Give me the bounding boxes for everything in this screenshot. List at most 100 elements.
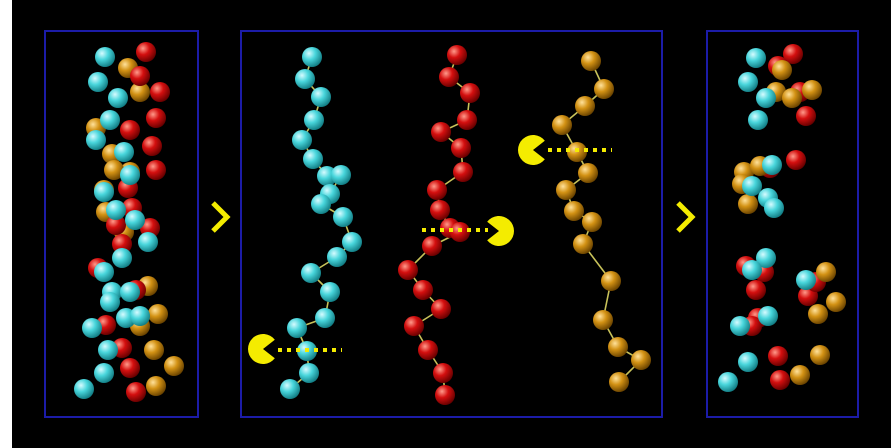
cyan-atom (94, 262, 114, 282)
cyan-atom (762, 155, 782, 175)
orange-atom (578, 163, 598, 183)
pacman-enzyme-red (487, 216, 514, 247)
cyan-atom (730, 316, 750, 336)
cyan-atom (738, 72, 758, 92)
red-atom (146, 160, 166, 180)
cyan-atom (299, 363, 319, 383)
orange-atom (802, 80, 822, 100)
orange-atom (631, 350, 651, 370)
cyan-atom (758, 306, 778, 326)
red-atom (150, 82, 170, 102)
cyan-atom (100, 110, 120, 130)
red-atom (422, 236, 442, 256)
orange-atom (772, 60, 792, 80)
cyan-atom (333, 207, 353, 227)
red-atom (427, 180, 447, 200)
right-panel-cleaved-fragments (706, 30, 859, 418)
cyan-atom (301, 263, 321, 283)
orange-atom (782, 88, 802, 108)
red-atom (435, 385, 455, 405)
chevron-right-icon (676, 201, 696, 233)
cyan-atom (130, 306, 150, 326)
cyan-atom (95, 47, 115, 67)
red-atom (431, 122, 451, 142)
red-atom (142, 136, 162, 156)
orange-atom (552, 115, 572, 135)
red-atom (460, 83, 480, 103)
cyan-atom (796, 270, 816, 290)
orange-atom (582, 212, 602, 232)
cyan-atom (94, 182, 114, 202)
cyan-atom (756, 248, 776, 268)
orange-atom (564, 201, 584, 221)
cyan-atom (106, 200, 126, 220)
red-atom (786, 150, 806, 170)
cyan-atom (746, 48, 766, 68)
red-atom (398, 260, 418, 280)
cyan-atom (112, 248, 132, 268)
cyan-atom (311, 87, 331, 107)
cyan-atom (315, 308, 335, 328)
cyan-atom (320, 282, 340, 302)
red-atom (112, 234, 132, 254)
cyan-atom (74, 379, 94, 399)
dotted-lines-layer (278, 148, 612, 352)
red-atom (146, 108, 166, 128)
cyan-atom (302, 47, 322, 67)
red-atom (431, 299, 451, 319)
red-atom (457, 110, 477, 130)
cyan-atom (100, 292, 120, 312)
cyan-atom (88, 72, 108, 92)
red-atom (413, 280, 433, 300)
orange-atom (556, 180, 576, 200)
cyan-atom (756, 88, 776, 108)
red-atom (136, 42, 156, 62)
cyan-atom (311, 194, 331, 214)
cyan-atom (120, 165, 140, 185)
atoms-layer (74, 42, 846, 405)
orange-atom (581, 51, 601, 71)
orange-atom (810, 345, 830, 365)
orange-atom (575, 96, 595, 116)
middle-panel-extended-chains (240, 30, 663, 418)
pacman-enzyme-cyan (247, 334, 275, 365)
red-atom (120, 358, 140, 378)
orange-atom (790, 365, 810, 385)
red-atom (120, 120, 140, 140)
red-atom (106, 215, 126, 235)
cyan-atom (742, 260, 762, 280)
cyan-atom (114, 142, 134, 162)
pacman-enzyme-orange (518, 135, 545, 165)
cyan-atom (98, 340, 118, 360)
red-atom (404, 316, 424, 336)
cyan-atom (295, 69, 315, 89)
orange-atom (601, 271, 621, 291)
cyan-atom (94, 363, 114, 383)
orange-atom (144, 340, 164, 360)
orange-atom (104, 160, 124, 180)
cyan-atom (303, 149, 323, 169)
cyan-atom (738, 352, 758, 372)
left-panel-tangled-chains (44, 30, 199, 418)
red-atom (451, 138, 471, 158)
red-atom (453, 162, 473, 182)
red-atom (126, 382, 146, 402)
cyan-atom (342, 232, 362, 252)
red-atom (439, 67, 459, 87)
orange-atom (148, 304, 168, 324)
cyan-atom (280, 379, 300, 399)
cyan-atom (327, 247, 347, 267)
red-atom (433, 363, 453, 383)
cyan-atom (718, 372, 738, 392)
cyan-atom (120, 282, 140, 302)
orange-atom (608, 337, 628, 357)
orange-atom (130, 82, 150, 102)
red-atom (447, 45, 467, 65)
orange-atom (738, 194, 758, 214)
cyan-atom (138, 232, 158, 252)
cyan-atom (764, 198, 784, 218)
orange-atom (164, 356, 184, 376)
orange-atom (573, 234, 593, 254)
panel-frames (44, 30, 859, 418)
